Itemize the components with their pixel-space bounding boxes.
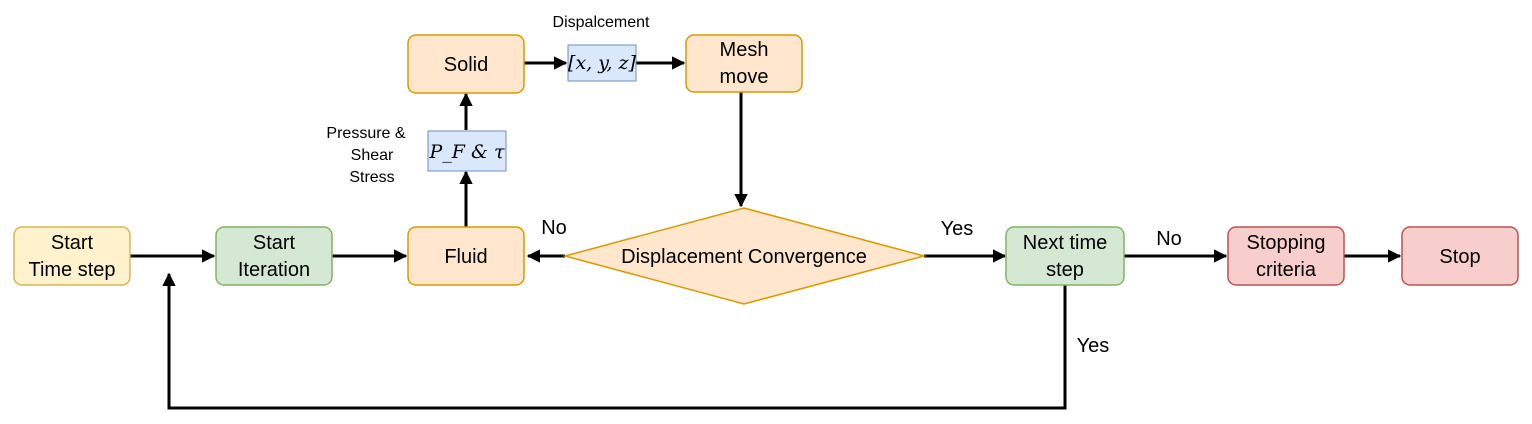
node-label-line2: Time step [28, 259, 115, 281]
node-label-line1: Start [253, 232, 296, 254]
node-label: Solid [444, 54, 488, 76]
node-label: Displacement Convergence [621, 246, 867, 268]
edge-labels: Dispalcement Pressure & Shear Stress No … [326, 14, 1181, 357]
node-label-line2: step [1046, 259, 1084, 281]
edge-label-dispalcement: Dispalcement [553, 14, 650, 31]
node-label: Fluid [444, 246, 487, 268]
node-box [1401, 226, 1519, 286]
node-solid: Solid [407, 34, 525, 94]
edges [130, 56, 1402, 410]
node-label-line1: Start [51, 232, 94, 254]
var-label: P_F & τ [429, 141, 505, 163]
node-label-line2: move [720, 66, 769, 88]
node-label-line1: Stopping [1247, 232, 1326, 254]
edge-label-yes-loop: Yes [1077, 335, 1110, 357]
node-box [13, 226, 131, 286]
var-pressure-shear: P_F & τ [427, 130, 507, 172]
edge-label-no-stopping: No [1156, 228, 1182, 250]
node-box [685, 34, 803, 93]
node-label: Stop [1439, 246, 1480, 268]
edge-label-yes-next: Yes [941, 218, 974, 240]
edge-next-loop-back [162, 272, 1067, 410]
node-box [1227, 226, 1345, 286]
node-box [215, 226, 333, 286]
node-fluid: Fluid [407, 226, 525, 286]
node-stop: Stop [1401, 226, 1519, 286]
var-box [427, 130, 507, 172]
node-stopping-criteria: Stopping criteria [1227, 226, 1345, 286]
edge-label-no-fluid: No [541, 217, 567, 239]
node-mesh-move: Mesh move [685, 34, 803, 93]
node-box [407, 226, 525, 286]
decision-diamond [562, 207, 927, 305]
var-displacement: [x, y, z] [567, 44, 637, 82]
node-start-time-step: Start Time step [13, 226, 131, 286]
node-label-line2: criteria [1256, 259, 1317, 281]
var-box [567, 44, 637, 82]
var-label: [x, y, z] [568, 52, 637, 74]
node-displacement-convergence: Displacement Convergence [562, 207, 927, 305]
edge-label-pressure-line2: Shear [351, 147, 394, 164]
node-box [407, 34, 525, 94]
node-box [1005, 226, 1125, 286]
node-label-line2: Iteration [238, 259, 310, 281]
node-start-iteration: Start Iteration [215, 226, 333, 286]
node-label-line1: Next time [1023, 232, 1107, 254]
node-next-time-step: Next time step [1005, 226, 1125, 286]
edge-label-pressure-line1: Pressure & [326, 125, 405, 142]
edge-label-pressure-line3: Stress [349, 169, 394, 186]
node-label-line1: Mesh [720, 39, 769, 61]
